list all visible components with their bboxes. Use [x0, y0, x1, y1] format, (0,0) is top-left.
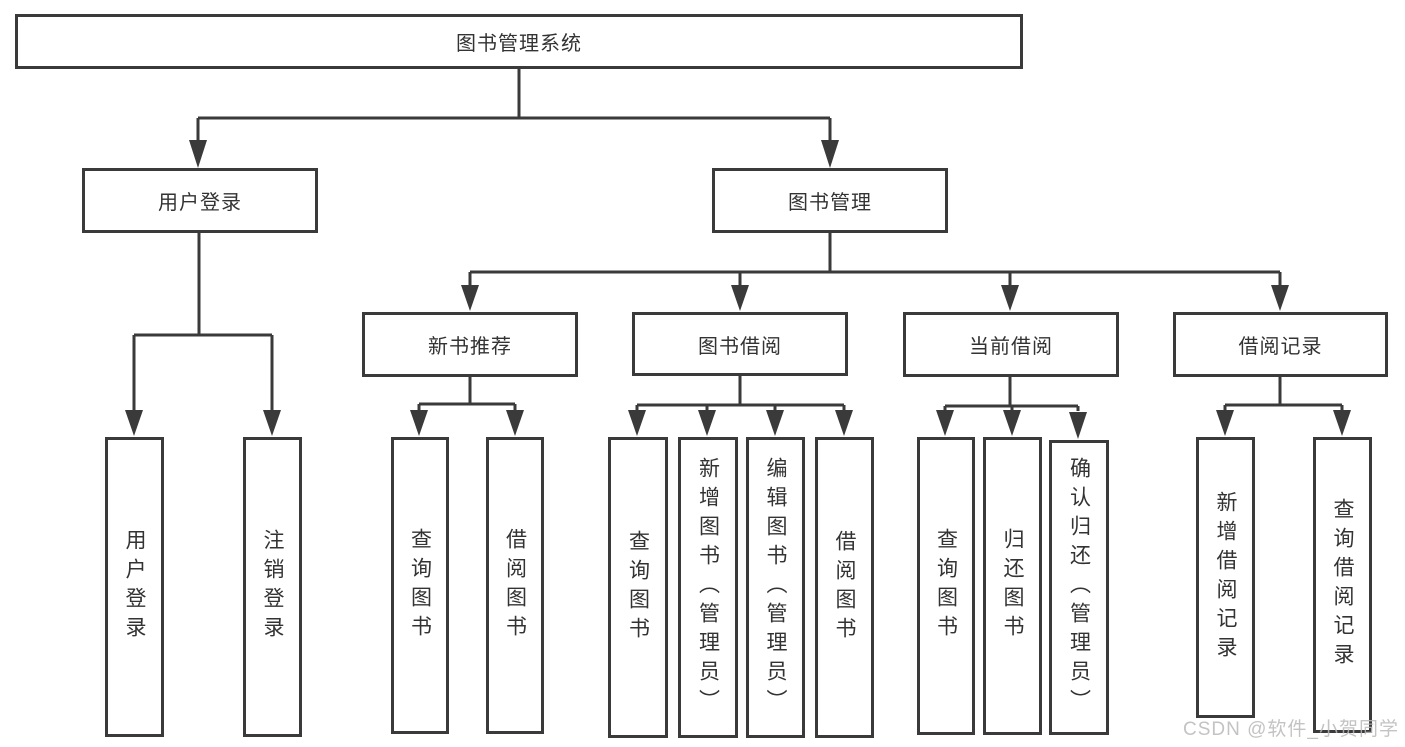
leaf-label: 用户登录 [123, 529, 146, 645]
leaf-borrow-query-books: 查询图书 [608, 437, 668, 738]
csdn-watermark: CSDN @软件_小贺同学 [1183, 719, 1399, 740]
leaf-newbooks-borrow-books: 借阅图书 [486, 437, 544, 734]
node-user-login: 用户登录 [82, 168, 318, 233]
leaf-label: 注销登录 [261, 529, 284, 645]
node-label: 借阅记录 [1238, 336, 1323, 358]
leaf-label: 归还图书 [1001, 528, 1024, 644]
leaf-label: 新增借阅记录 [1214, 490, 1237, 665]
leaf-label: 查询图书 [934, 528, 958, 644]
leaf-query-borrow-record: 查询借阅记录 [1313, 437, 1372, 733]
node-book-borrow: 图书借阅 [632, 312, 848, 376]
leaf-label: 查询图书 [408, 527, 432, 644]
leaf-logout: 注销登录 [243, 437, 302, 737]
node-label: 用户登录 [158, 192, 242, 214]
leaf-label: 借阅图书 [503, 527, 527, 644]
leaf-user-login: 用户登录 [105, 437, 164, 737]
arrowhead-icons [125, 140, 1351, 439]
leaf-confirm-return-admin: 确认归还（管理员） [1049, 440, 1109, 735]
node-new-book-recommend: 新书推荐 [362, 312, 578, 377]
leaf-label: 确认归还（管理员） [1067, 457, 1091, 718]
node-library-management-system: 图书管理系统 [15, 14, 1023, 69]
leaf-newbooks-query-books: 查询图书 [391, 437, 449, 734]
leaf-add-book-admin: 新增图书（管理员） [678, 437, 738, 738]
node-book-management: 图书管理 [712, 168, 948, 233]
node-current-borrow: 当前借阅 [903, 312, 1119, 377]
leaf-add-borrow-record: 新增借阅记录 [1196, 437, 1255, 718]
node-borrow-records: 借阅记录 [1173, 312, 1388, 377]
leaf-label: 编辑图书（管理员） [764, 457, 787, 718]
node-label: 图书管理 [788, 192, 872, 214]
leaf-borrow-borrow-books: 借阅图书 [815, 437, 874, 738]
node-label: 图书管理系统 [456, 33, 582, 55]
node-label: 当前借阅 [969, 336, 1053, 358]
node-label: 图书借阅 [698, 335, 782, 358]
leaf-label: 查询借阅记录 [1331, 498, 1354, 672]
leaf-edit-book-admin: 编辑图书（管理员） [746, 437, 805, 738]
leaf-label: 查询图书 [626, 529, 650, 646]
leaf-label: 新增图书（管理员） [696, 457, 720, 718]
node-label: 新书推荐 [428, 336, 512, 358]
leaf-label: 借阅图书 [833, 529, 856, 646]
leaf-current-query-books: 查询图书 [917, 437, 975, 735]
leaf-return-books: 归还图书 [983, 437, 1042, 735]
